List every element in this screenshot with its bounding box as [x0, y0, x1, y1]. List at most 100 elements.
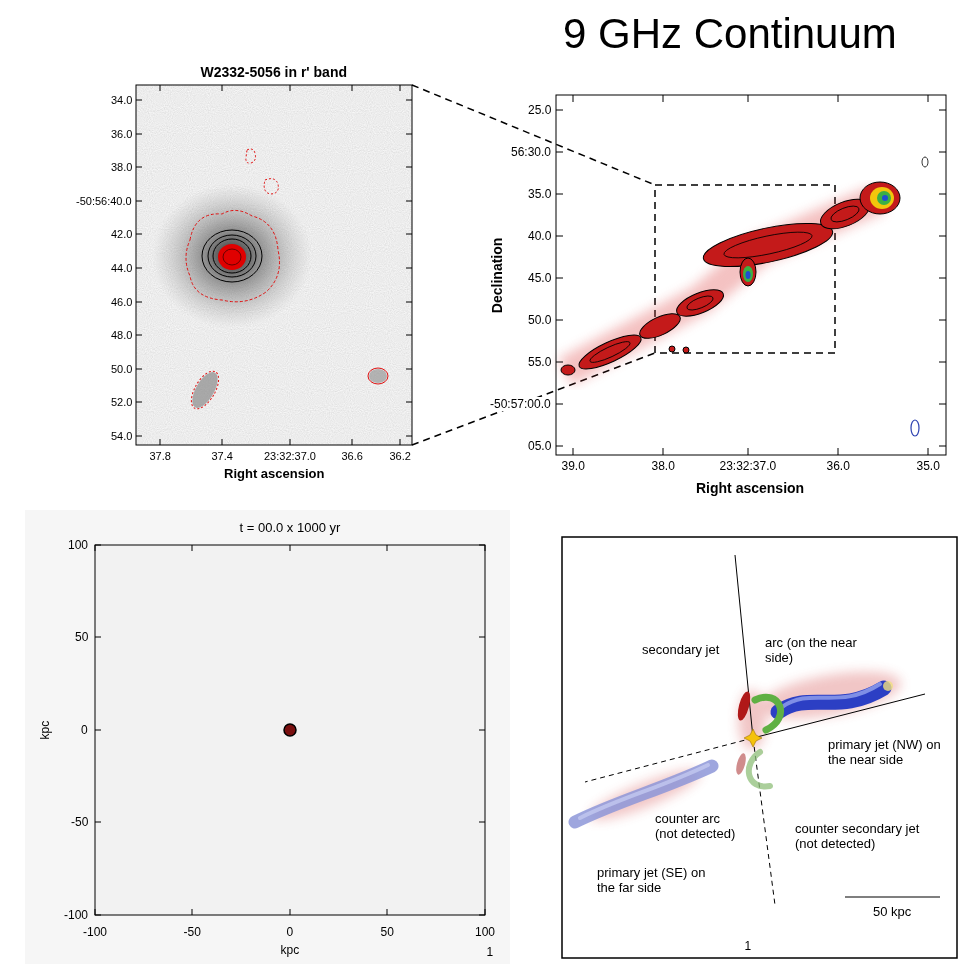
tick-label: 100 [68, 538, 88, 552]
axis-ticks [479, 637, 485, 638]
tick-label: 44.0 [111, 262, 132, 275]
axis-ticks [573, 95, 574, 102]
optical-image [218, 244, 246, 270]
axis-ticks [95, 822, 101, 823]
tick-label: 23:32:37.0 [720, 459, 777, 473]
axis-ticks [556, 110, 563, 111]
axis-ticks [387, 909, 388, 915]
tick-label: -50:57:00.0 [489, 397, 552, 411]
axis-ticks [556, 446, 563, 447]
axis-ticks [556, 278, 563, 279]
optical-image [136, 85, 412, 445]
axis-ticks [406, 335, 412, 336]
optical-image [152, 184, 312, 328]
axis-ticks [192, 545, 193, 551]
axis-ticks [406, 436, 412, 437]
axis-ticks [838, 448, 839, 455]
radio-map [669, 346, 675, 352]
simulation-frame [25, 510, 510, 964]
panel-title: W2332-5056 in r' band [201, 64, 348, 81]
radio-map [911, 420, 919, 436]
radio-map [829, 203, 861, 225]
optical-image [186, 367, 224, 413]
axis-ticks [663, 95, 664, 102]
axis-ticks [136, 402, 142, 403]
radio-map [746, 271, 751, 279]
optical-image [136, 85, 412, 445]
axis-ticks [406, 234, 412, 235]
jet-schematic [749, 752, 770, 786]
axis-ticks [556, 404, 563, 405]
tick-label: 50 [381, 925, 394, 939]
radio-map [556, 95, 946, 455]
axis-title: kpc [281, 943, 300, 957]
axis-ticks [479, 545, 485, 546]
axis-ticks [290, 85, 291, 91]
optical-image [368, 368, 388, 384]
axis-ticks [939, 320, 946, 321]
radio-map [636, 309, 683, 344]
jet-schematic [585, 738, 753, 782]
axis-ticks [136, 369, 142, 370]
optical-image [208, 235, 256, 277]
axis-ticks [939, 278, 946, 279]
axis-ticks [406, 402, 412, 403]
zoom-lines [412, 85, 655, 185]
axis-ticks [573, 448, 574, 455]
jet-schematic [735, 555, 753, 738]
axis-ticks [352, 439, 353, 445]
axis-ticks [479, 915, 485, 916]
radio-map [683, 347, 689, 353]
axis-ticks [556, 236, 563, 237]
axis-ticks [939, 404, 946, 405]
tick-label: 42.0 [111, 228, 132, 241]
axis-ticks [406, 100, 412, 101]
tick-label: -50:56:40.0 [76, 195, 132, 208]
jet-label: secondary jet [642, 642, 719, 658]
tick-label: 54.0 [111, 430, 132, 443]
axis-ticks [406, 369, 412, 370]
axis-ticks [556, 320, 563, 321]
axis-ticks [160, 439, 161, 445]
tick-label: 40.0 [527, 229, 552, 243]
axis-ticks [95, 915, 101, 916]
axis-ticks [136, 268, 142, 269]
axis-ticks [748, 95, 749, 102]
radio-map [588, 203, 861, 366]
tick-label: 36.6 [342, 450, 363, 463]
axis-ticks [136, 335, 142, 336]
optical-image [213, 239, 251, 273]
zoom-lines [655, 185, 835, 353]
optical-image [369, 369, 387, 383]
tick-label: 46.0 [111, 296, 132, 309]
radio-map [922, 157, 928, 167]
axis-ticks [136, 100, 142, 101]
tick-label: -50 [184, 925, 201, 939]
jet-label: primary jet (NW) on the near side [828, 737, 948, 768]
zoom-lines [412, 353, 655, 445]
axis-ticks [838, 95, 839, 102]
tick-label: 25.0 [527, 103, 552, 117]
axis-title: Right ascension [696, 480, 804, 497]
tick-label: 100 [475, 925, 495, 939]
tick-label: 50 [75, 630, 88, 644]
axis-ticks [136, 234, 142, 235]
jet-schematic [562, 537, 957, 958]
axis-ticks [95, 730, 101, 731]
optical-image [202, 230, 262, 282]
zoom-lines [412, 85, 835, 445]
axis-ticks [136, 201, 142, 202]
optical-image [223, 249, 241, 265]
axis-ticks [290, 545, 291, 551]
optical-image [186, 210, 280, 301]
jet-schematic [744, 729, 762, 747]
axis-ticks [406, 268, 412, 269]
radio-map [740, 258, 756, 286]
jet-schematic [782, 684, 880, 707]
page-number: 1 [487, 945, 494, 959]
jet-schematic [755, 697, 781, 730]
tick-label: -100 [64, 908, 88, 922]
axis-ticks [136, 134, 142, 135]
axis-ticks [939, 236, 946, 237]
axis-ticks [136, 302, 142, 303]
